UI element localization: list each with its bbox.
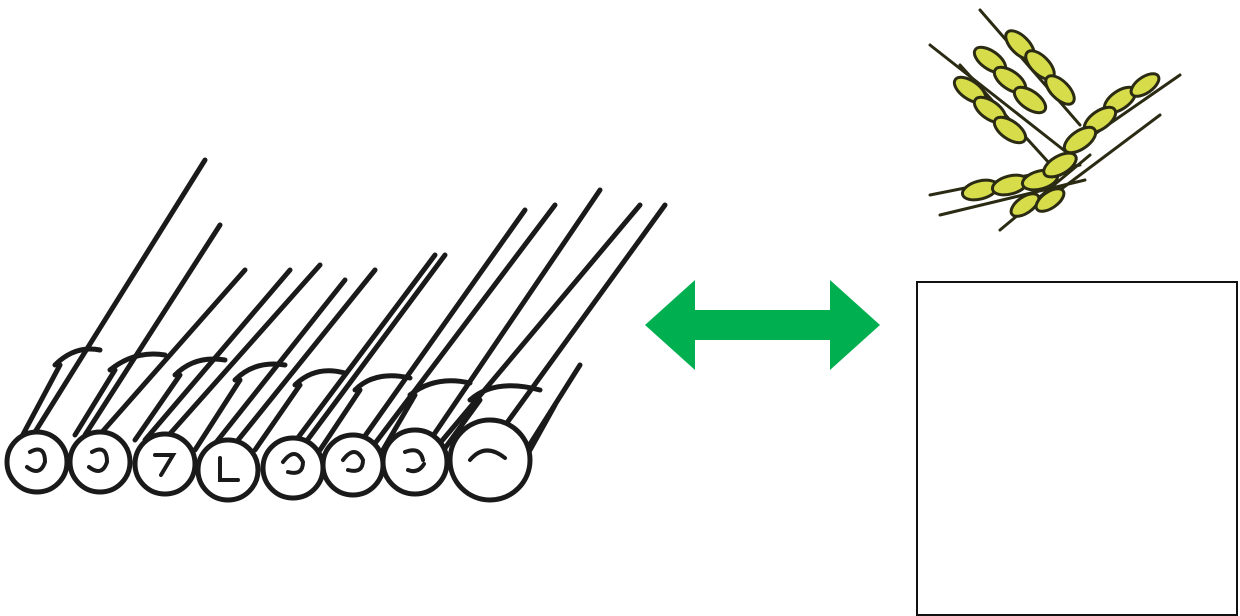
wheat-ears-icon xyxy=(920,5,1190,240)
straw-stalks-icon xyxy=(0,150,680,510)
double-arrow-icon xyxy=(640,278,885,373)
answer-box[interactable] xyxy=(916,281,1238,616)
